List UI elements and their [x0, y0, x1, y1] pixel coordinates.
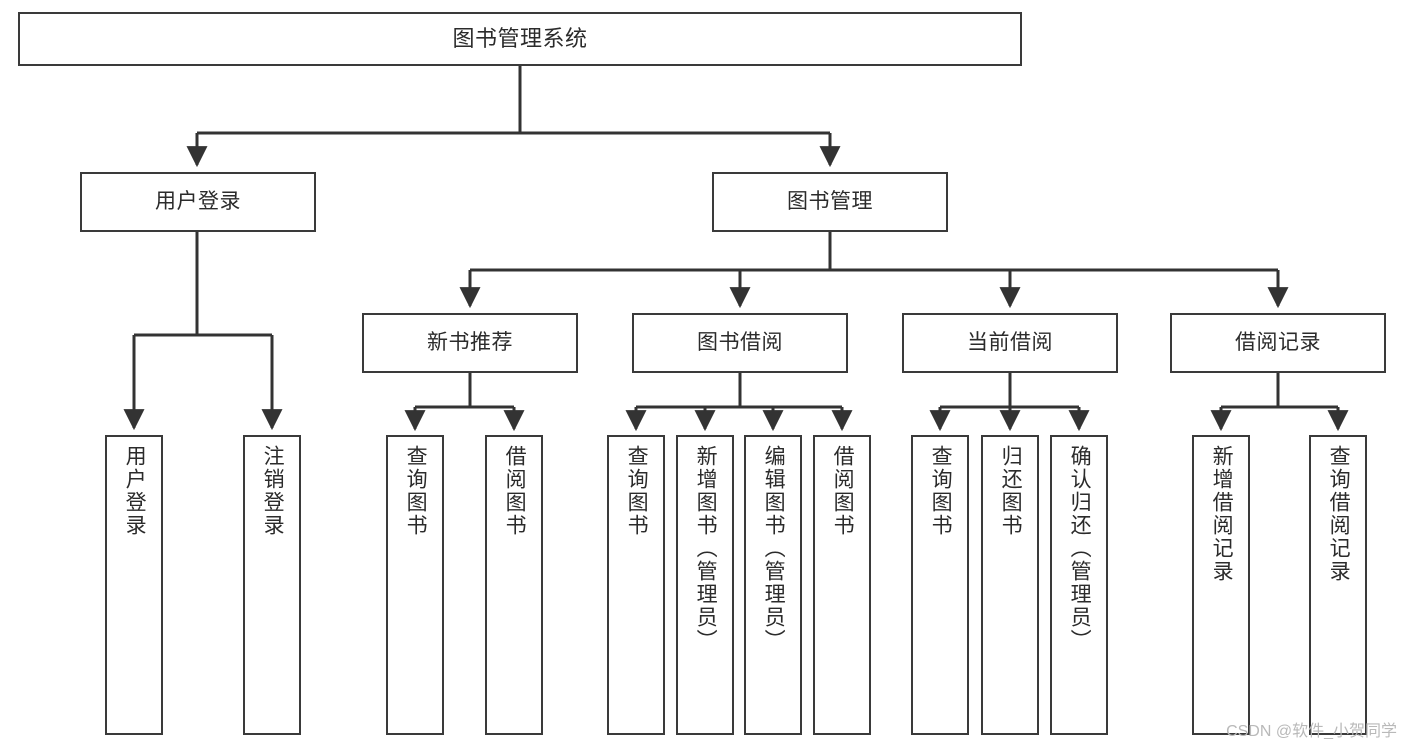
node-leaf-add-record-label: 新增借阅记录: [1210, 445, 1234, 583]
node-leaf-return-book[interactable]: 归还图书: [981, 435, 1039, 735]
node-leaf-borrow-book-2[interactable]: 借阅图书: [813, 435, 871, 735]
node-leaf-borrow-book-2-label: 借阅图书: [831, 445, 855, 537]
node-current-borrow-label: 当前借阅: [967, 330, 1053, 354]
node-leaf-user-login[interactable]: 用户登录: [105, 435, 163, 735]
node-leaf-query-book-3[interactable]: 查询图书: [911, 435, 969, 735]
node-leaf-query-book-3-label: 查询图书: [929, 445, 953, 537]
node-current-borrow[interactable]: 当前借阅: [902, 313, 1118, 373]
node-book-borrow-label: 图书借阅: [697, 330, 783, 354]
watermark-text: CSDN @软件_小贺同学: [1226, 723, 1397, 740]
node-leaf-add-book-label: 新增图书（管理员）: [694, 445, 718, 652]
node-leaf-confirm-return[interactable]: 确认归还（管理员）: [1050, 435, 1108, 735]
node-leaf-query-record[interactable]: 查询借阅记录: [1309, 435, 1367, 735]
node-leaf-logout-label: 注销登录: [261, 445, 285, 537]
node-leaf-add-record[interactable]: 新增借阅记录: [1192, 435, 1250, 735]
node-user-login-label: 用户登录: [155, 189, 241, 213]
node-leaf-logout[interactable]: 注销登录: [243, 435, 301, 735]
node-leaf-borrow-book-1-label: 借阅图书: [503, 445, 527, 537]
node-leaf-query-book-1-label: 查询图书: [404, 445, 428, 537]
node-leaf-add-book[interactable]: 新增图书（管理员）: [676, 435, 734, 735]
node-borrow-record[interactable]: 借阅记录: [1170, 313, 1386, 373]
node-root-label: 图书管理系统: [452, 26, 588, 52]
node-root[interactable]: 图书管理系统: [18, 12, 1022, 66]
node-user-login[interactable]: 用户登录: [80, 172, 316, 232]
node-book-manage[interactable]: 图书管理: [712, 172, 948, 232]
node-leaf-confirm-return-label: 确认归还（管理员）: [1068, 445, 1092, 652]
node-leaf-user-login-label: 用户登录: [123, 445, 147, 537]
node-new-book-recommend[interactable]: 新书推荐: [362, 313, 578, 373]
node-leaf-query-book-2-label: 查询图书: [625, 445, 649, 537]
node-leaf-edit-book-label: 编辑图书（管理员）: [762, 445, 786, 652]
node-book-borrow[interactable]: 图书借阅: [632, 313, 848, 373]
node-leaf-query-book-1[interactable]: 查询图书: [386, 435, 444, 735]
node-new-book-recommend-label: 新书推荐: [427, 330, 513, 354]
node-leaf-borrow-book-1[interactable]: 借阅图书: [485, 435, 543, 735]
node-borrow-record-label: 借阅记录: [1235, 330, 1321, 354]
node-leaf-query-record-label: 查询借阅记录: [1327, 445, 1351, 583]
node-leaf-edit-book[interactable]: 编辑图书（管理员）: [744, 435, 802, 735]
node-leaf-query-book-2[interactable]: 查询图书: [607, 435, 665, 735]
node-book-manage-label: 图书管理: [787, 189, 873, 213]
node-leaf-return-book-label: 归还图书: [999, 445, 1023, 537]
